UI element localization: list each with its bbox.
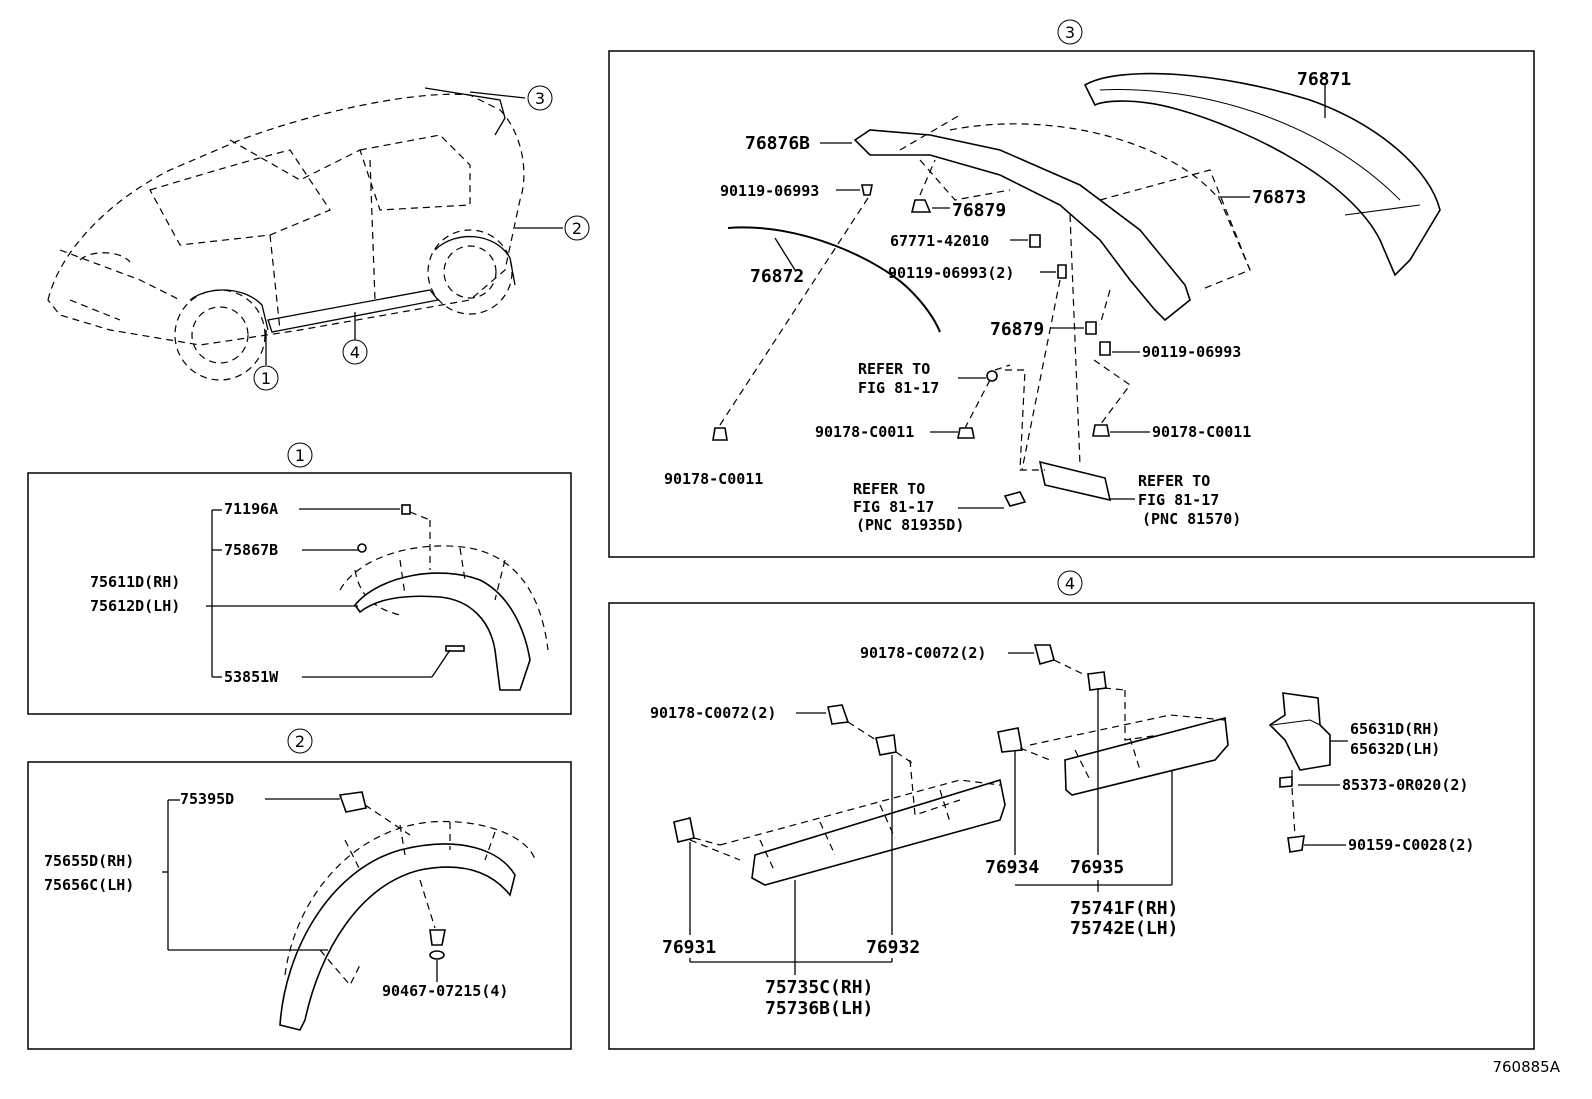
label-76876B: 76876B	[745, 133, 810, 154]
refer3-line1: REFER TO	[1138, 472, 1210, 490]
refer3-line2: FIG 81-17	[1138, 491, 1219, 509]
label-76935: 76935	[1070, 857, 1124, 878]
refer3-line3: (PNC 81570)	[1142, 510, 1241, 528]
label-76872: 76872	[750, 266, 804, 287]
label-75741F-rh: 75741F(RH)	[1070, 898, 1178, 919]
label-76932: 76932	[866, 937, 920, 958]
callout-circle-1-overview	[253, 365, 279, 391]
panel4-rocker-moulding-rear	[1029, 690, 1229, 796]
callout-circle-2-overview	[564, 215, 590, 241]
panel1-fender-flare	[339, 504, 549, 691]
callout-2-overview: 2	[572, 219, 582, 238]
label-90178-C0011-a: 90178-C0011	[815, 423, 914, 441]
label-90178-C0072-b: 90178-C0072(2)	[650, 704, 776, 722]
label-65632D-lh: 65632D(LH)	[1350, 740, 1440, 758]
refer1-line1: REFER TO	[858, 360, 930, 378]
label-75612D-lh: 75612D(LH)	[90, 597, 180, 615]
panel2-fender-flare	[279, 791, 536, 1031]
label-75736B-lh: 75736B(LH)	[765, 998, 873, 1019]
callout-circle-4-overview	[342, 339, 368, 365]
panel1-frame	[27, 472, 572, 715]
callout-4-overview: 4	[350, 343, 360, 362]
callout-1-overview: 1	[261, 369, 271, 388]
panel4-callout: 4	[1065, 574, 1075, 593]
callout-3-overview: 3	[535, 89, 545, 108]
label-67771-42010: 67771-42010	[890, 232, 989, 250]
vehicle-overview	[47, 87, 563, 381]
label-76879-b: 76879	[990, 319, 1044, 340]
panel3-clips	[712, 159, 1131, 507]
label-90178-C0011-b: 90178-C0011	[1152, 423, 1251, 441]
panel3-frame	[608, 50, 1535, 558]
label-90159-C0028: 90159-C0028(2)	[1348, 836, 1474, 854]
panel3-leaders	[774, 142, 1250, 509]
label-90178-C0011-c: 90178-C0011	[664, 470, 763, 488]
label-76873: 76873	[1252, 187, 1306, 208]
panel2-frame	[27, 761, 572, 1050]
panel2-leaders	[162, 798, 438, 982]
refer1-line2: FIG 81-17	[858, 379, 939, 397]
label-75611D-rh: 75611D(RH)	[90, 573, 180, 591]
panel4-mudflap	[1268, 692, 1331, 771]
callout-circle-2	[287, 728, 313, 754]
label-75395D: 75395D	[180, 790, 234, 808]
panel1-leaders	[206, 508, 451, 678]
label-75656C-lh: 75656C(LH)	[44, 876, 134, 894]
label-76871: 76871	[1297, 69, 1351, 90]
panel3-callout: 3	[1065, 23, 1075, 42]
callout-circle-4	[1057, 570, 1083, 596]
label-75867B: 75867B	[224, 541, 278, 559]
label-90119-06993-2: 90119-06993(2)	[888, 264, 1014, 282]
panel3-spoiler-bracket	[853, 114, 1251, 322]
panel1-callout: 1	[295, 446, 305, 465]
label-75735C-rh: 75735C(RH)	[765, 977, 873, 998]
refer2-line2: FIG 81-17	[853, 498, 934, 516]
label-76879-a: 76879	[952, 200, 1006, 221]
label-90119-06993-a: 90119-06993	[720, 182, 819, 200]
label-71196A: 71196A	[224, 500, 278, 518]
panel4-leaders	[689, 652, 1348, 975]
panel4-frame	[608, 602, 1535, 1050]
refer2-line3: (PNC 81935D)	[856, 516, 964, 534]
callout-circle-3-overview	[527, 85, 553, 111]
panel3-rear-spoiler	[1083, 72, 1441, 277]
diagram-code: 760885A	[1492, 1058, 1560, 1076]
label-90467-07215: 90467-07215(4)	[382, 982, 508, 1000]
label-65631D-rh: 65631D(RH)	[1350, 720, 1440, 738]
label-75655D-rh: 75655D(RH)	[44, 852, 134, 870]
label-90119-06993-b: 90119-06993	[1142, 343, 1241, 361]
label-76934: 76934	[985, 857, 1039, 878]
label-85373-0R020: 85373-0R020(2)	[1342, 776, 1468, 794]
refer2-line1: REFER TO	[853, 480, 925, 498]
callout-circle-3	[1057, 19, 1083, 45]
label-90178-C0072-a: 90178-C0072(2)	[860, 644, 986, 662]
label-53851W: 53851W	[224, 668, 279, 686]
panel3-weatherstrip	[727, 226, 941, 333]
label-75742E-lh: 75742E(LH)	[1070, 918, 1178, 939]
panel4-clips	[673, 644, 1305, 853]
callout-circle-1	[287, 442, 313, 468]
label-76931: 76931	[662, 937, 716, 958]
panel2-callout: 2	[295, 732, 305, 751]
panel4-rocker-moulding-front	[689, 759, 1006, 886]
